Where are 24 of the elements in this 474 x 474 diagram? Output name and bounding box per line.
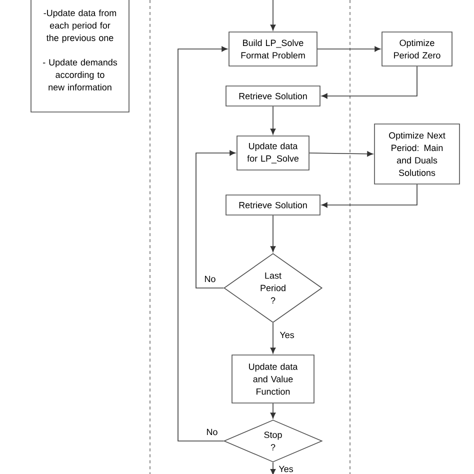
arrow bbox=[196, 150, 236, 288]
process-box: Retrieve Solution bbox=[226, 194, 320, 216]
arrow bbox=[317, 46, 381, 52]
note-box: -Update data from each period for the previous one - Update demands according to new information bbox=[30, 0, 130, 112]
edge-label: Yes bbox=[278, 464, 294, 474]
process-box: Optimize Next Period: Main and Duals Solutions bbox=[374, 124, 460, 184]
arrow bbox=[309, 151, 374, 157]
arrow bbox=[270, 215, 276, 252]
process-box: Retrieve Solution bbox=[226, 86, 320, 106]
arrow bbox=[321, 66, 418, 99]
arrow bbox=[270, 106, 276, 135]
arrow bbox=[270, 403, 276, 419]
edge-label: No bbox=[205, 428, 219, 436]
process-box: Optimize Period Zero bbox=[382, 32, 452, 66]
edge-label: Yes bbox=[278, 330, 296, 340]
arrow bbox=[178, 46, 228, 442]
arrow bbox=[270, 322, 276, 354]
arrow bbox=[321, 184, 418, 208]
arrow bbox=[270, 0, 276, 31]
process-box: Update data for LP_Solve bbox=[236, 136, 310, 170]
arrow bbox=[270, 462, 276, 474]
process-box: Build LP_Solve Format Problem bbox=[228, 32, 318, 66]
process-box: Update data and Value Function bbox=[232, 354, 314, 404]
edge-label: No bbox=[203, 274, 217, 284]
